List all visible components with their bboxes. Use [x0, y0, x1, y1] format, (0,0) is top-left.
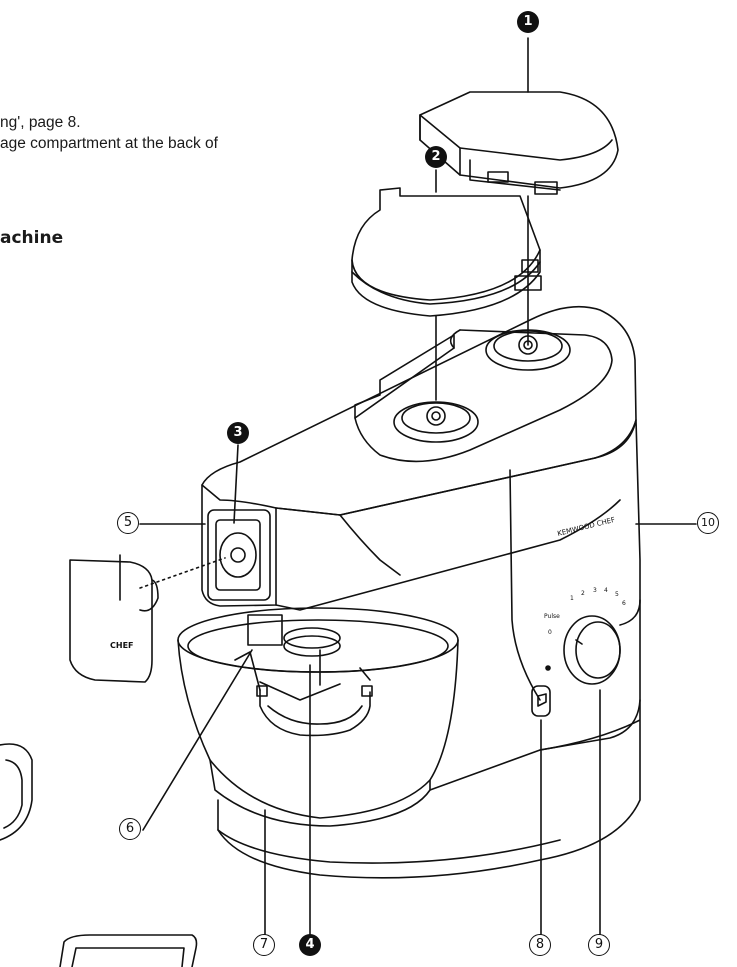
mixing-bowl: [177, 607, 459, 827]
speed-scale: 0 Pulse 1 2 3 4 5 6: [544, 587, 626, 636]
outlet-cover-high-speed: [419, 91, 619, 195]
cover-brand-label: CHEF: [110, 641, 134, 650]
callout-6: 6: [119, 818, 141, 840]
accessory-partial-bottom: [59, 934, 198, 967]
speed-tick-1: 1: [570, 595, 574, 602]
brand-label: KEMWOOD CHEF: [557, 516, 616, 538]
speed-tick-5: 5: [615, 591, 619, 598]
callout-9: 9: [588, 934, 610, 956]
callout-3: 3: [227, 422, 249, 444]
callout-1: 1: [517, 11, 539, 33]
leader-6: [142, 649, 253, 831]
callout-4: 4: [299, 934, 321, 956]
callout-2: 2: [425, 146, 447, 168]
speed-tick-3: 3: [593, 587, 597, 594]
callout-5: 5: [117, 512, 139, 534]
outlet-cover-slow-speed: [351, 187, 542, 317]
instruction-line-2: age compartment at the back of: [0, 135, 218, 152]
mixer-base: [217, 699, 641, 879]
speed-tick-2: 2: [581, 590, 585, 597]
section-heading: achine: [0, 228, 64, 248]
front-outlet-socket: [207, 509, 271, 601]
head-lift-lever: [531, 685, 551, 717]
speed-control-dial: [545, 615, 621, 685]
speed-tick-4: 4: [604, 587, 608, 594]
speed-tick-6: 6: [622, 600, 626, 607]
instruction-line-1: ng', page 8.: [0, 114, 81, 131]
callout-10: 10: [697, 512, 719, 534]
callout-8: 8: [529, 934, 551, 956]
mixer-head: [201, 305, 637, 611]
callout-7: 7: [253, 934, 275, 956]
leader-3: [233, 444, 239, 524]
accessory-partial-left: [0, 743, 33, 841]
mixer-body: [509, 419, 641, 751]
speed-tick-pulse: Pulse: [544, 613, 560, 620]
speed-tick-min: 0: [548, 629, 552, 636]
front-outlet-cover: [69, 554, 159, 683]
tool-socket: [247, 614, 341, 657]
